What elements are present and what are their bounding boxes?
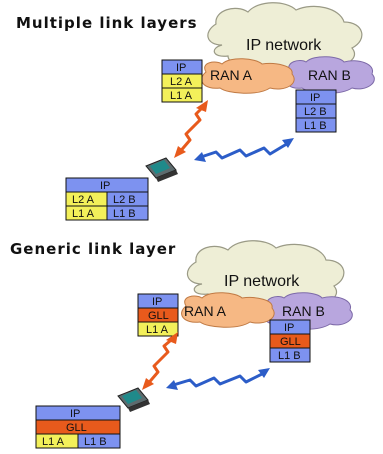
ran-b-label: RAN B — [282, 303, 325, 319]
ran-b-cloud — [285, 56, 375, 94]
stack-cell-l2b: L2 B — [304, 106, 327, 118]
stack-cell-l2a: L2 A — [72, 194, 95, 206]
ran-a-protocol-stack: IP GLL L1 A — [137, 293, 179, 337]
stack-cell-l1b: L1 B — [113, 208, 136, 220]
stack-cell-l1b: L1 B — [84, 436, 107, 448]
stack-cell-l1a: L1 A — [146, 324, 169, 336]
mobile-protocol-stack: IP GLL L1 A L1 B — [35, 405, 121, 449]
section2-title: Generic link layer — [10, 240, 176, 258]
stack-cell-ip: IP — [100, 180, 110, 192]
ran-a-protocol-stack: IP L2 A L1 A — [161, 59, 203, 103]
ran-a-label: RAN A — [184, 303, 227, 319]
cloud-label: IP network — [224, 273, 300, 290]
radio-link-b-arrow — [166, 368, 270, 390]
stack-cell-l1a: L1 A — [42, 436, 65, 448]
stack-cell-l1a: L1 A — [170, 90, 193, 102]
radio-link-a-arrow — [142, 332, 178, 390]
stack-cell-l1b: L1 B — [278, 350, 301, 362]
stack-cell-gll: GLL — [148, 310, 169, 322]
ran-b-label: RAN B — [308, 67, 351, 83]
stack-cell-ip: IP — [284, 322, 294, 334]
ran-a-cloud — [201, 58, 295, 94]
stack-cell-l2a: L2 A — [170, 76, 193, 88]
stack-cell-gll: GLL — [66, 422, 87, 434]
stack-cell-ip: IP — [310, 92, 320, 104]
laptop-icon — [145, 157, 178, 182]
stack-cell-gll: GLL — [280, 336, 301, 348]
stack-cell-l1b: L1 B — [304, 120, 327, 132]
laptop-icon — [117, 387, 150, 412]
stack-cell-ip: IP — [176, 62, 186, 74]
stack-cell-l1a: L1 A — [72, 208, 95, 220]
stack-cell-l2b: L2 B — [113, 194, 136, 206]
radio-link-a-arrow — [174, 100, 208, 158]
stack-cell-ip: IP — [70, 408, 80, 420]
cloud-label: IP network — [246, 37, 322, 54]
stack-cell-ip: IP — [152, 296, 162, 308]
ran-a-cloud — [181, 292, 275, 328]
mobile-protocol-stack: IP L2 A L2 B L1 A L1 B — [65, 177, 149, 221]
ran-b-protocol-stack: IP GLL L1 B — [269, 319, 311, 363]
ran-a-label: RAN A — [210, 67, 253, 83]
radio-link-b-arrow — [194, 138, 294, 162]
ran-b-protocol-stack: IP L2 B L1 B — [295, 89, 337, 133]
section1-title: Multiple link layers — [16, 14, 198, 32]
